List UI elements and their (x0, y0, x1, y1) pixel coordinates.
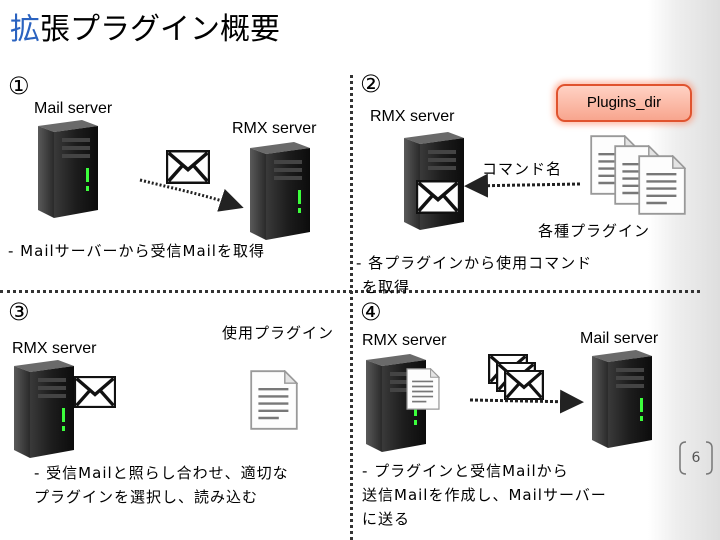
panel1-mail-server-label: Mail server (34, 100, 113, 117)
panel2-number: ② (360, 70, 382, 98)
panel4-description-line3: に送る (362, 510, 411, 528)
panel3-rmx-server-label: RMX server (12, 340, 97, 357)
title-text: 張プラグイン概要 (40, 12, 280, 47)
page-number-bracket-icon (679, 441, 713, 475)
various-plugins-label: 各種プラグイン (538, 222, 651, 240)
plugins-dir-box: Plugins_dir (556, 84, 692, 122)
panel4-description-line1: - プラグインと受信Mailから (362, 462, 569, 480)
command-name-label: コマンド名 (482, 160, 563, 178)
panel4-mail-server-label: Mail server (580, 330, 659, 347)
page-number: 6 (691, 450, 701, 466)
panel1-number: ① (8, 72, 30, 100)
panel4-rmx-server-label: RMX server (362, 332, 447, 349)
panel3-description-line1: - 受信Mailと照らし合わせ、適切な (34, 464, 289, 482)
panel3-description-line2: プラグインを選択し、読み込む (34, 488, 259, 506)
panel2-description-line1: - 各プラグインから使用コマンド (356, 254, 593, 272)
slide-title: 拡張プラグイン概要 (10, 10, 280, 50)
title-accent-char: 拡 (10, 12, 40, 47)
panel2-rmx-server-label: RMX server (370, 108, 455, 125)
panel1-description: - Mailサーバーから受信Mailを取得 (8, 242, 265, 260)
panel1-rmx-server-label: RMX server (232, 120, 317, 137)
used-plugin-label: 使用プラグイン (222, 324, 335, 342)
panel2-description-line2: を取得 (362, 278, 411, 296)
panel4-number: ④ (360, 298, 382, 326)
panel4-description-line2: 送信Mailを作成し、Mailサーバー (362, 486, 607, 504)
panel3-number: ③ (8, 298, 30, 326)
vertical-divider (350, 75, 353, 540)
